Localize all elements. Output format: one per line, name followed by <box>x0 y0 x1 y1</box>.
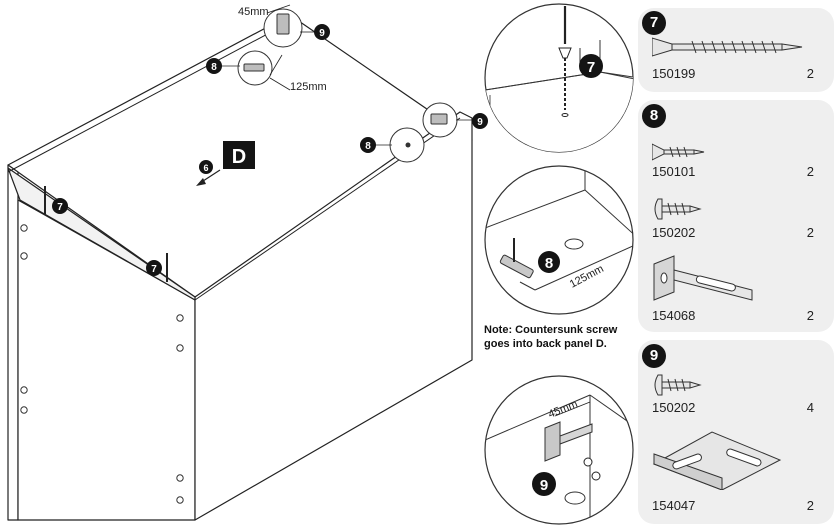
svg-text:8: 8 <box>365 141 371 152</box>
panel-d-text: D <box>232 146 246 168</box>
svg-text:7: 7 <box>57 202 63 213</box>
countersunk-note: Note: Countersunk screw goes into back p… <box>484 324 618 350</box>
parts-panel-9 <box>638 340 834 524</box>
dowel-hole <box>176 344 184 352</box>
svg-text:6: 6 <box>203 163 208 173</box>
part-code: 150202 <box>652 400 696 415</box>
part-code: 154047 <box>652 498 696 513</box>
pan-head-screw-icon <box>654 374 702 396</box>
part-code: 150101 <box>652 164 696 179</box>
part-qty: 4 <box>806 400 814 415</box>
pan-head-screw-icon <box>654 198 702 220</box>
dimension-45mm-label: 45mm <box>238 6 269 18</box>
countersunk-screw-icon <box>652 143 705 161</box>
part-code: 154068 <box>652 308 696 323</box>
svg-text:9: 9 <box>319 28 325 39</box>
detail-corner-view: 45mm 9 <box>484 375 634 525</box>
dowel-hole <box>20 386 28 394</box>
detail-screw-view: 7 <box>484 3 634 153</box>
part-qty: 2 <box>806 308 814 323</box>
detail-bracket-badge: 8 <box>545 255 553 272</box>
dowel-hole <box>176 496 184 504</box>
parts-group-9-badge: 9 <box>642 344 666 368</box>
detail-screw-badge: 7 <box>587 59 595 76</box>
dimension-125mm-label: 125mm <box>290 81 327 93</box>
part-code: 150199 <box>652 66 696 81</box>
svg-text:8: 8 <box>211 62 217 73</box>
callout-8-top: 8 <box>206 58 240 74</box>
callout-7-left: 7 <box>52 198 68 214</box>
part-qty: 2 <box>806 498 814 513</box>
part-code: 150202 <box>652 225 696 240</box>
part-qty: 2 <box>806 164 814 179</box>
svg-text:7: 7 <box>151 264 157 275</box>
dimension-line-125 <box>269 77 291 91</box>
parts-group-8-badge: 8 <box>642 104 666 128</box>
flat-slotted-bracket-icon <box>653 255 753 301</box>
callout-8-right: 8 <box>360 137 392 153</box>
long-countersunk-screw-icon <box>652 37 803 57</box>
callout-9-top: 9 <box>300 24 330 40</box>
callout-7-front: 7 <box>146 260 162 276</box>
angle-bracket-icon <box>652 431 782 490</box>
part-qty: 2 <box>806 225 814 240</box>
dowel-hole <box>20 224 28 232</box>
callout-9-right: 9 <box>456 113 488 129</box>
dowel-hole <box>20 252 28 260</box>
detail-corner-badge: 9 <box>540 477 548 494</box>
part-qty: 2 <box>806 66 814 81</box>
parts-group-7-badge: 7 <box>642 11 666 35</box>
dowel-hole <box>176 474 184 482</box>
panel-d-label <box>223 141 255 169</box>
svg-text:9: 9 <box>477 117 483 128</box>
callout-6: 6 <box>199 160 213 174</box>
detail-bracket-view: 8 125mm <box>484 165 634 315</box>
dowel-hole <box>176 314 184 322</box>
dimension-line-45 <box>266 4 291 14</box>
dowel-hole <box>20 406 28 414</box>
